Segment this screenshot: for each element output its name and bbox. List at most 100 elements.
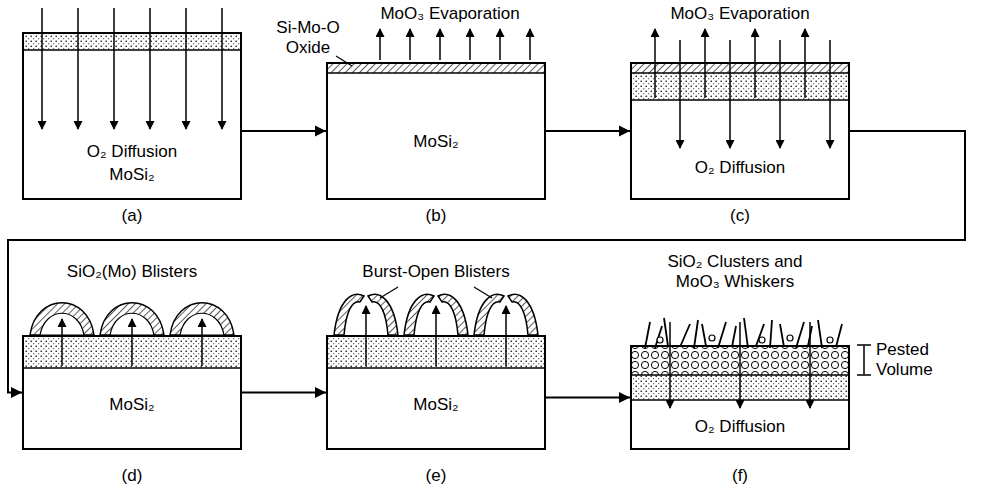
material-cross-section: MoSi₂	[326, 335, 546, 450]
layer-boundary	[22, 367, 242, 369]
burst-blister	[474, 294, 504, 335]
whiskers	[645, 318, 842, 348]
arrow-line	[8, 131, 965, 393]
layer-boundary	[630, 99, 850, 101]
panel-letter: (c)	[710, 206, 770, 226]
annotation: Pested Volume	[876, 340, 956, 380]
process-arrow	[546, 126, 630, 137]
material-cross-section: O₂ Diffusion	[630, 345, 850, 450]
annotation: SiO₂ Clusters and MoO₃ Whiskers	[650, 252, 820, 292]
panel-c-art	[630, 29, 850, 148]
whisker	[756, 324, 764, 346]
process-arrow	[546, 392, 630, 403]
annotation: MoO₃ Evaporation	[650, 4, 830, 24]
diffusion-arrow	[829, 40, 831, 148]
layer-label: MoSi₂	[413, 395, 458, 415]
material-cross-section: MoSi₂	[22, 335, 242, 450]
panel-b-art	[326, 29, 546, 73]
whisker	[694, 320, 698, 348]
panel-letter: (e)	[406, 466, 466, 486]
diffusion-arrow	[77, 8, 79, 129]
material-cross-section: MoSi₂	[326, 62, 546, 200]
cluster	[827, 337, 833, 343]
whisker	[702, 324, 706, 346]
burst-blister	[404, 294, 434, 335]
burst-blister	[368, 294, 398, 335]
diffusion-arrow	[221, 8, 223, 129]
evaporation-arrow	[409, 29, 411, 60]
layer-label: O₂ Diffusion	[695, 158, 785, 178]
diffusion-arrow	[669, 322, 671, 408]
diffusion-arrow	[149, 8, 151, 129]
layer-label: MoSi₂	[109, 395, 154, 415]
cluster	[657, 337, 663, 343]
layer-label: MoSi₂	[109, 165, 154, 185]
layer-label: MoSi₂	[413, 132, 458, 152]
annotation: MoO₃ Evaporation	[360, 4, 540, 24]
panel-a-art	[22, 8, 242, 129]
whisker	[680, 324, 690, 347]
diffusion-arrow	[41, 8, 43, 129]
whisker	[770, 320, 772, 348]
diffusion-arrow	[779, 40, 781, 148]
panel-letter: (a)	[102, 206, 162, 226]
gas-arrow	[61, 319, 63, 366]
evaporation-arrow	[529, 29, 531, 60]
burst-blister	[438, 294, 468, 335]
evaporation-arrow	[439, 29, 441, 60]
panel-letter: (f)	[710, 466, 770, 486]
arrowhead	[11, 387, 22, 398]
oxide-layer	[22, 32, 242, 50]
panel-letter: (d)	[102, 466, 162, 486]
process-arrow	[8, 131, 965, 398]
arrow-line	[242, 130, 326, 132]
layer-label: O₂ Diffusion	[695, 417, 785, 437]
diffusion-arrow	[113, 8, 115, 129]
material-cross-section: O₂ Diffusion	[630, 62, 850, 200]
material-cross-section: O₂ DiffusionMoSi₂	[22, 32, 242, 200]
arrow-line	[546, 397, 630, 399]
arrowhead	[315, 387, 326, 398]
process-arrow	[242, 126, 326, 137]
cluster	[787, 335, 793, 341]
oxide-layer	[630, 73, 850, 100]
evaporation-arrow	[469, 29, 471, 60]
diffusion-arrow	[185, 8, 187, 129]
cluster	[759, 337, 765, 343]
layer-boundary	[22, 49, 242, 51]
annotation: Si-Mo-O Oxide	[266, 18, 350, 58]
layer-boundary	[326, 72, 546, 74]
arrow-line	[242, 392, 326, 394]
arrowhead	[315, 126, 326, 137]
layer-boundary	[630, 72, 850, 74]
whisker	[664, 318, 668, 346]
layer-boundary	[326, 367, 546, 369]
diffusion-arrow	[679, 40, 681, 148]
bracket-bar	[863, 345, 865, 375]
whisker	[818, 320, 822, 348]
gas-arrow	[201, 319, 203, 366]
panel-e-art	[326, 287, 546, 368]
leader-line	[336, 56, 352, 66]
process-arrow	[242, 387, 326, 398]
diffusion-arrow	[739, 322, 741, 408]
layer-label: O₂ Diffusion	[87, 142, 177, 162]
panel-f-art	[630, 318, 871, 408]
diffusion-arrow	[809, 322, 811, 408]
leader-line	[474, 287, 492, 298]
annotation: SiO₂(Mo) Blisters	[22, 262, 242, 282]
dimension-bracket	[857, 345, 871, 375]
panel-letter: (b)	[406, 206, 466, 226]
gas-arrow	[131, 319, 133, 366]
cluster	[709, 335, 715, 341]
leader-line	[380, 287, 398, 298]
arrowhead	[619, 392, 630, 403]
whisker	[836, 324, 842, 347]
burst-blister	[508, 294, 538, 335]
arrow-line	[546, 130, 630, 132]
burst-blister	[334, 294, 364, 335]
diffusion-arrow	[729, 40, 731, 148]
